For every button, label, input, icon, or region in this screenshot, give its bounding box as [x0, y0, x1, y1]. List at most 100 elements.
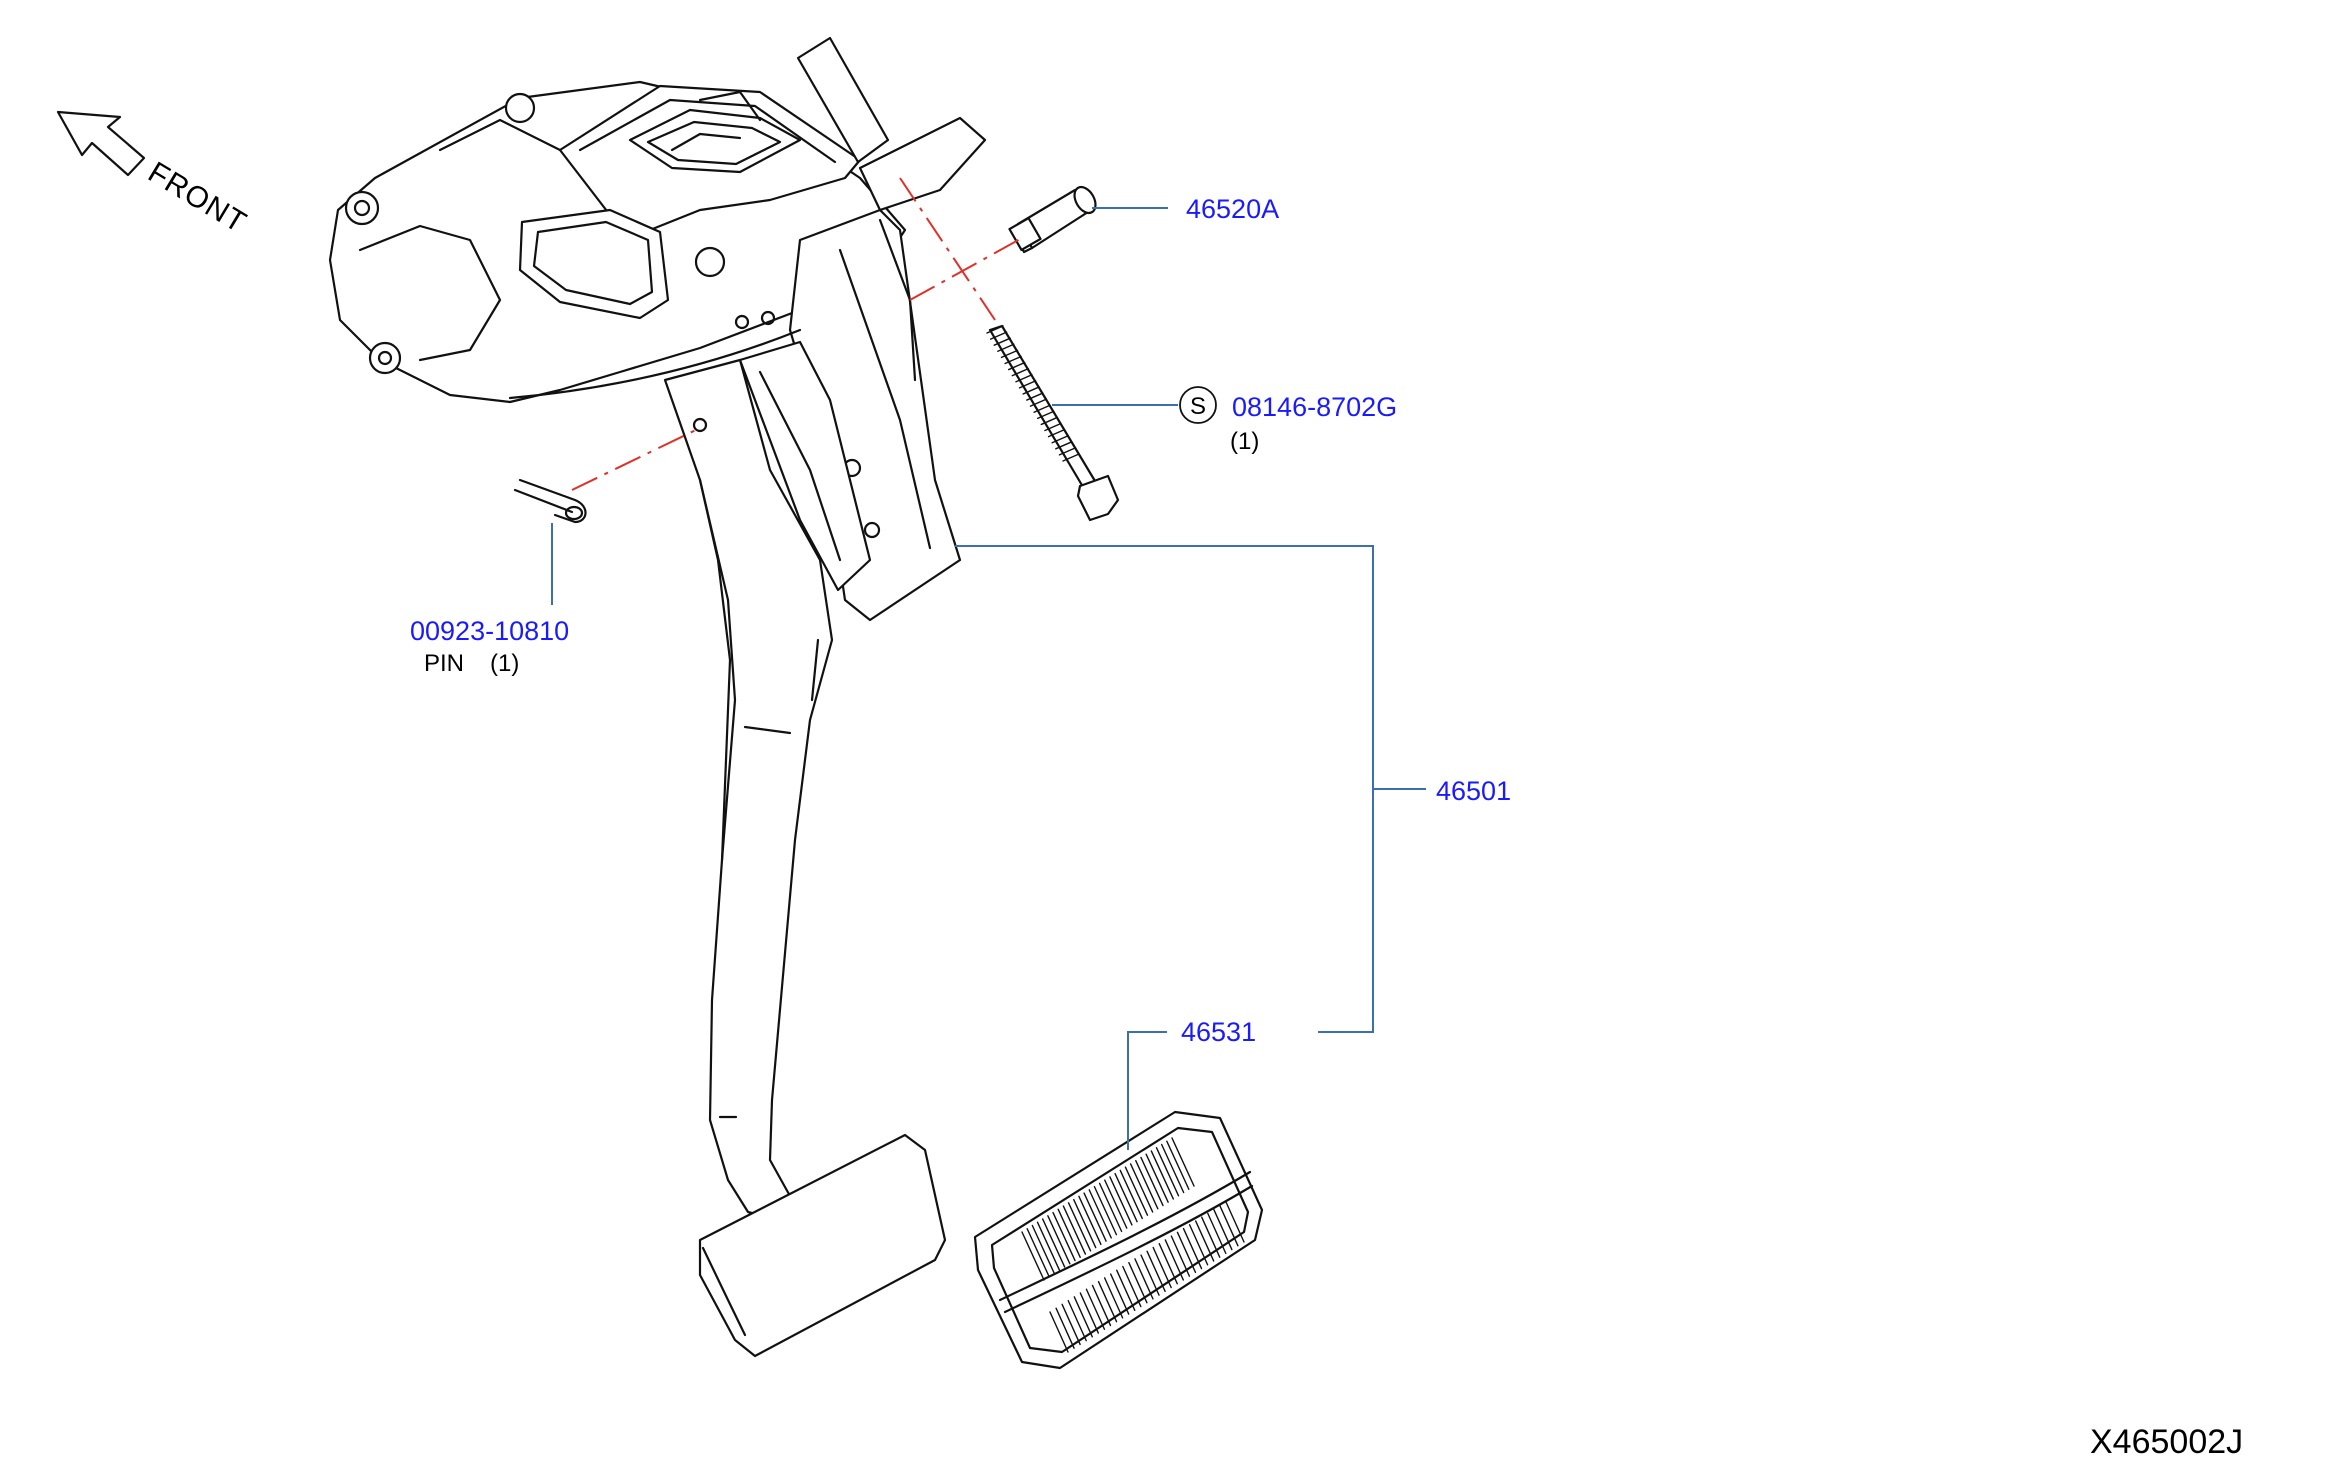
front-label: FRONT — [142, 156, 252, 240]
pad-rib — [1188, 1224, 1209, 1266]
bolt-thread — [1008, 361, 1026, 371]
pad-rib — [1160, 1143, 1185, 1194]
pad-rib — [1194, 1220, 1215, 1262]
pad-rib — [1073, 1198, 1097, 1249]
bolt-thread — [1029, 398, 1048, 407]
pad-rib — [1150, 1150, 1175, 1200]
leader-46531 — [1127, 1031, 1167, 1150]
bolt-thread — [1058, 447, 1077, 456]
pad-rib — [1135, 1159, 1159, 1210]
pad-rib — [1036, 1221, 1061, 1271]
pad-rib — [1041, 1218, 1066, 1268]
pad-rib — [1155, 1147, 1180, 1197]
bolt-thread — [1026, 392, 1044, 401]
part-number-46531: 46531 — [1181, 1017, 1256, 1047]
pad-rib — [1085, 1288, 1106, 1330]
bolt-thread — [986, 325, 1004, 334]
pad-rib — [1079, 1292, 1100, 1334]
pad-rib — [1031, 1224, 1056, 1275]
bolt-thread — [1011, 367, 1030, 377]
pad-rib — [1182, 1227, 1203, 1270]
bolt-thread — [1044, 422, 1062, 432]
standard-part-symbol-letter: S — [1190, 393, 1206, 420]
pedal-bracket-drawing — [328, 36, 987, 622]
bolt-thread — [1055, 441, 1073, 450]
pad-rib — [1201, 1216, 1221, 1258]
pad-rib — [1109, 1273, 1130, 1315]
pad-rib — [1171, 1137, 1195, 1187]
part-number-08146-8702G: 08146-8702G — [1232, 392, 1397, 422]
bolt-thread — [1033, 404, 1051, 413]
pin-name: PIN — [424, 650, 464, 677]
pad-rib — [1129, 1163, 1154, 1213]
pad-rib — [1158, 1243, 1178, 1285]
leader-46501 — [955, 545, 1374, 1033]
pad-rib — [1078, 1195, 1102, 1246]
pad-rib — [1140, 1254, 1160, 1296]
pin-center-line — [571, 427, 701, 491]
pad-rib — [1146, 1250, 1166, 1293]
bolt-thread — [1062, 453, 1080, 462]
pad-rib — [1176, 1231, 1197, 1274]
pad-rib — [1116, 1269, 1136, 1311]
bolt-thread — [1051, 435, 1069, 444]
pad-rib — [1049, 1311, 1069, 1353]
pad-rib — [1088, 1189, 1112, 1239]
pin-quantity: (1) — [490, 650, 519, 677]
pad-rib — [1219, 1205, 1239, 1247]
bolt-thread — [1036, 410, 1055, 420]
pedal-pad-drawing — [973, 1110, 1264, 1370]
pad-rib — [1021, 1231, 1045, 1281]
part-number-00923-10810: 00923-10810 — [410, 616, 569, 646]
clip-pin-drawing — [513, 478, 587, 524]
bolt-thread — [993, 337, 1011, 346]
bolt-thread — [1015, 374, 1033, 383]
pad-rib — [1124, 1166, 1149, 1216]
pad-rib — [1145, 1153, 1169, 1203]
bolt-center-line — [899, 177, 996, 321]
pad-rib — [1091, 1284, 1112, 1327]
pad-rib — [1067, 1299, 1087, 1342]
pad-rib — [1061, 1303, 1081, 1346]
pad-rib — [1104, 1179, 1128, 1229]
pad-rib — [1062, 1205, 1087, 1255]
bolt-thread — [1040, 416, 1058, 426]
pad-rib — [1122, 1265, 1142, 1308]
front-arrow-icon — [56, 110, 146, 177]
pad-rib — [1170, 1235, 1191, 1277]
diagram-code: X465002J — [2090, 1423, 2243, 1461]
pad-rib — [1093, 1185, 1118, 1236]
clevis-pin-drawing — [1008, 185, 1097, 254]
part-number-46501: 46501 — [1436, 776, 1511, 806]
bolt-thread — [997, 343, 1015, 352]
pad-rib — [1152, 1246, 1172, 1289]
bolt-thread — [989, 331, 1008, 340]
bolt-thread — [1004, 355, 1022, 365]
pad-rib — [1207, 1212, 1227, 1255]
pad-rib — [1166, 1140, 1190, 1190]
standard-part-symbol — [1179, 386, 1217, 424]
pad-rib — [1213, 1208, 1233, 1251]
pad-rib — [1140, 1156, 1164, 1207]
clevis-center-line — [909, 237, 1023, 301]
pad-rib — [1119, 1169, 1143, 1220]
pad-rib — [1134, 1258, 1154, 1300]
bolt-thread — [1047, 428, 1066, 438]
pedal-plate-drawing — [698, 1133, 947, 1358]
pad-rib — [1098, 1182, 1123, 1233]
pad-rib — [1103, 1277, 1124, 1319]
pad-rib — [1083, 1192, 1107, 1242]
pad-rib — [1057, 1208, 1081, 1259]
part-number-46520A: 46520A — [1186, 194, 1279, 224]
pad-rib — [1055, 1307, 1075, 1349]
pedal-arm-drawing — [663, 340, 872, 1222]
pad-rib — [1114, 1172, 1138, 1223]
bolt-thread — [1018, 380, 1037, 389]
bolt-quantity: (1) — [1230, 428, 1259, 455]
pad-rib — [1073, 1296, 1093, 1338]
bolt-thread — [1000, 349, 1019, 359]
pad-rib — [1128, 1261, 1148, 1304]
pad-rib — [1026, 1228, 1050, 1278]
pad-rib — [1164, 1239, 1185, 1281]
